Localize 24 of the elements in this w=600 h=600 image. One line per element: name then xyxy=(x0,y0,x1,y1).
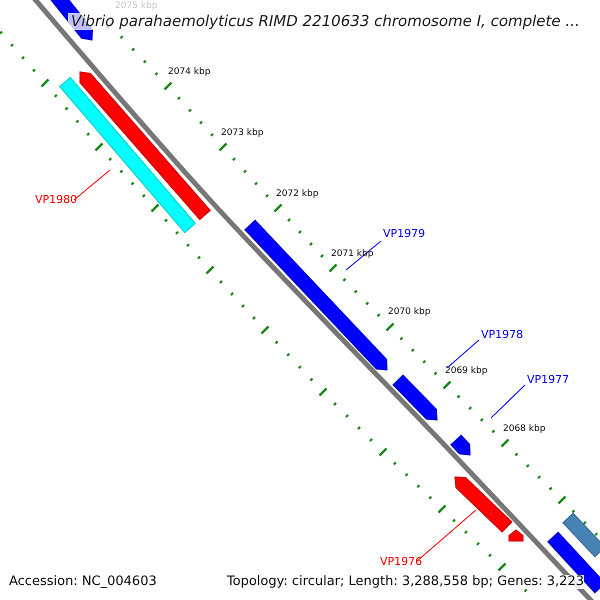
scale-label: 2073 kbp xyxy=(221,129,264,139)
gene-label: VP1978 xyxy=(481,329,524,342)
leader-line xyxy=(446,340,480,368)
footer-text: Accession: NC_004603 xyxy=(9,575,157,590)
gene-feature xyxy=(392,374,438,421)
scale-label: 2074 kbp xyxy=(168,68,210,78)
scale-label: 2072 kbp xyxy=(276,190,318,200)
gene-feature xyxy=(547,532,600,594)
leader-line xyxy=(74,170,110,200)
gene-label: VP1980 xyxy=(35,194,78,206)
scale-label: 2069 kbp xyxy=(445,367,488,377)
gene-feature xyxy=(454,476,513,533)
gene-feature xyxy=(562,512,600,558)
leader-line xyxy=(490,384,526,418)
gene-feature xyxy=(508,529,524,542)
leader-line xyxy=(416,510,476,562)
scale-label: 2070 kbp xyxy=(388,308,430,318)
scale-label: 2068 kbp xyxy=(503,425,546,435)
footer-text: Topology: circular; Length: 3,288,558 bp; Genes: 3,223 xyxy=(226,575,584,590)
gene-label: VP1977 xyxy=(527,374,570,386)
gene-feature xyxy=(450,434,471,456)
gene-label: VP1979 xyxy=(383,228,426,240)
gene-label: VP1976 xyxy=(380,556,422,568)
leader-line xyxy=(346,240,382,270)
